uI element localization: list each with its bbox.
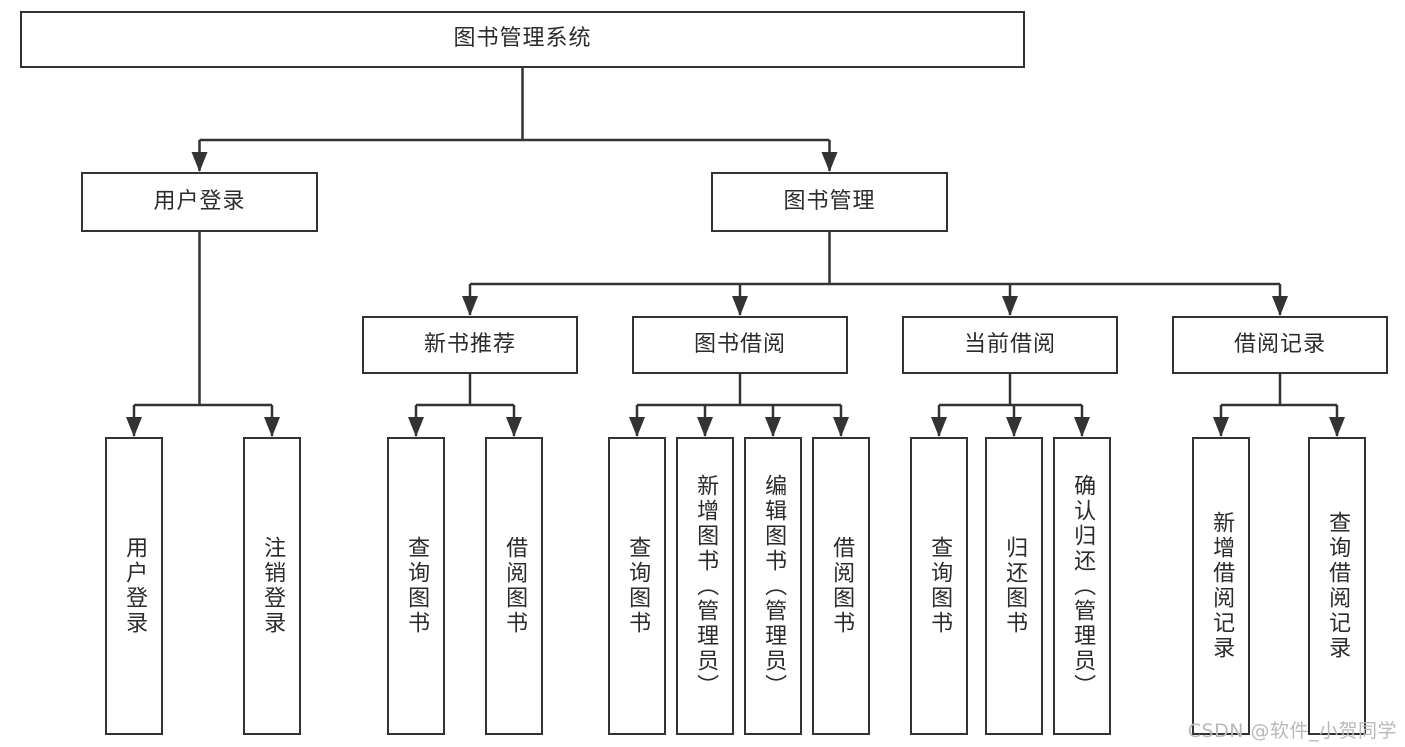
arrow-head-icon [833,417,849,437]
node-leaf-logout[interactable]: 注销登录 [243,437,301,735]
arrow-head-icon [697,417,713,437]
node-label: 编辑图书（管理员） [761,473,787,699]
node-book-manage[interactable]: 图书管理 [711,172,948,232]
node-label: 查询借阅记录 [1325,511,1351,661]
arrow-head-icon [1006,417,1022,437]
node-borrow-record[interactable]: 借阅记录 [1172,316,1388,374]
node-label: 新增图书（管理员） [693,473,719,699]
node-label: 图书管理 [783,188,876,214]
node-leaf-cb-query[interactable]: 查询图书 [910,437,968,735]
node-current-borrow[interactable]: 当前借阅 [902,316,1118,374]
node-new-book-rec[interactable]: 新书推荐 [362,316,578,374]
node-label: 借阅图书 [502,536,528,636]
node-label: 新书推荐 [423,331,516,357]
node-user-login[interactable]: 用户登录 [81,172,318,232]
node-label: 确认归还（管理员） [1070,473,1096,699]
arrow-head-icon [191,152,208,172]
arrow-head-icon [629,417,645,437]
node-book-borrow[interactable]: 图书借阅 [632,316,848,374]
arrow-head-icon [1074,417,1090,437]
node-label: 图书管理系统 [453,26,592,52]
arrow-head-icon [765,417,781,437]
node-leaf-cb-return[interactable]: 归还图书 [985,437,1043,735]
node-leaf-bb-borrow[interactable]: 借阅图书 [812,437,870,735]
arrow-head-icon [126,417,142,437]
arrow-head-icon [264,417,280,437]
node-leaf-bb-edit[interactable]: 编辑图书（管理员） [744,437,802,735]
node-label: 注销登录 [260,536,286,636]
node-leaf-user-login[interactable]: 用户登录 [105,437,163,735]
node-label: 借阅记录 [1233,331,1326,357]
arrow-head-icon [931,417,947,437]
node-label: 查询图书 [625,536,651,636]
node-label: 查询图书 [927,536,953,636]
node-leaf-br-add[interactable]: 新增借阅记录 [1192,437,1250,735]
node-leaf-br-query[interactable]: 查询借阅记录 [1308,437,1366,735]
node-leaf-bb-add[interactable]: 新增图书（管理员） [676,437,734,735]
node-label: 图书借阅 [693,331,786,357]
arrow-head-icon [1272,296,1288,316]
node-label: 用户登录 [153,188,246,214]
node-leaf-rec-query[interactable]: 查询图书 [387,437,445,735]
arrow-head-icon [821,152,838,172]
node-root[interactable]: 图书管理系统 [20,11,1025,68]
node-label: 用户登录 [122,536,148,636]
arrow-head-icon [506,417,522,437]
arrow-head-icon [462,296,478,316]
node-label: 当前借阅 [963,331,1056,357]
arrow-head-icon [1213,417,1229,437]
arrow-head-icon [1329,417,1345,437]
arrow-head-icon [732,296,748,316]
node-label: 借阅图书 [829,536,855,636]
node-leaf-bb-query[interactable]: 查询图书 [608,437,666,735]
node-label: 新增借阅记录 [1209,511,1235,661]
arrow-head-icon [408,417,424,437]
node-leaf-rec-borrow[interactable]: 借阅图书 [485,437,543,735]
node-leaf-cb-confirm[interactable]: 确认归还（管理员） [1053,437,1111,735]
node-label: 查询图书 [404,536,430,636]
node-label: 归还图书 [1002,536,1028,636]
arrow-head-icon [1002,296,1018,316]
